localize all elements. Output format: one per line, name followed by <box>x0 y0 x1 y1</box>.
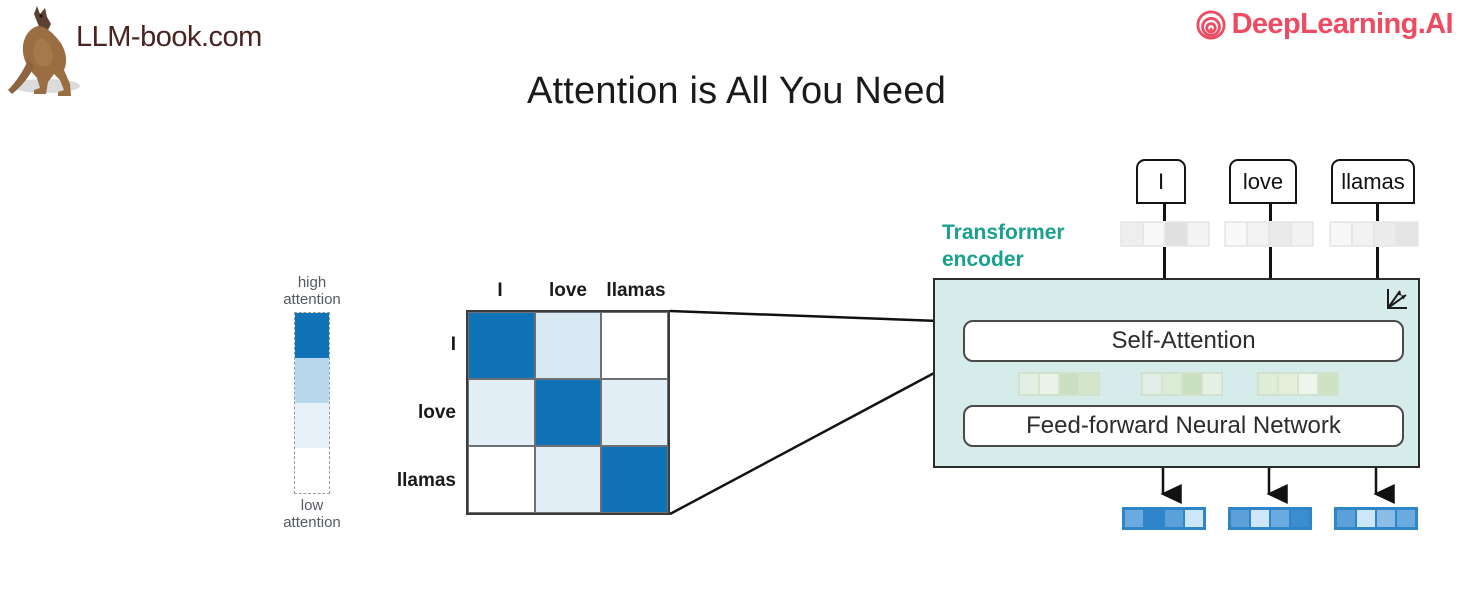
output-vector-cell <box>1396 509 1416 528</box>
output-vector-cell <box>1124 509 1144 528</box>
legend-high-label: high attention <box>262 274 362 308</box>
legend-high-line2: attention <box>283 291 341 308</box>
input-vector-cell <box>1291 222 1313 246</box>
legend-high-line1: high <box>297 274 327 291</box>
transformer-encoder-label: Transformer encoder <box>942 219 1082 273</box>
hidden-vector-cell <box>1278 373 1298 395</box>
output-vector-cell <box>1356 509 1376 528</box>
deeplearning-logo: DeepLearning.AI <box>1196 8 1454 41</box>
encoder-label-line1: Transformer <box>942 221 1065 244</box>
legend-segment-2 <box>295 403 329 448</box>
hidden-vector-1 <box>1141 372 1223 396</box>
input-vector-cell <box>1269 222 1291 246</box>
input-vector-2 <box>1329 221 1419 247</box>
hidden-vector-cell <box>1258 373 1278 395</box>
matrix-cell <box>534 312 602 379</box>
hidden-vector-0 <box>1018 372 1100 396</box>
matrix-row-header-0: I <box>450 334 456 355</box>
hidden-vector-cell <box>1182 373 1202 395</box>
input-vector-cell <box>1143 222 1165 246</box>
matrix-cell <box>468 312 535 379</box>
matrix-cell <box>601 446 668 513</box>
matrix-cell <box>468 446 535 513</box>
matrix-row-header-2: llamas <box>396 470 456 491</box>
matrix-cell <box>601 312 668 379</box>
attention-legend: high attention low attention <box>262 274 362 531</box>
output-vector-cell <box>1336 509 1356 528</box>
hidden-vector-cell <box>1039 373 1059 395</box>
kangaroo-logo-icon <box>8 6 80 96</box>
hidden-vector-cell <box>1142 373 1162 395</box>
output-vector-1 <box>1228 507 1312 530</box>
legend-segment-3 <box>295 448 329 493</box>
deeplearning-wordmark: DeepLearning.AI <box>1231 8 1454 40</box>
matrix-cell <box>468 379 535 446</box>
input-vector-1 <box>1224 221 1314 247</box>
output-vector-cell <box>1270 509 1290 528</box>
output-vector-cell <box>1230 509 1250 528</box>
input-vector-cell <box>1374 222 1396 246</box>
token-box-llamas[interactable]: llamas <box>1331 159 1415 204</box>
token-box-love[interactable]: love <box>1229 159 1297 204</box>
output-vector-0 <box>1122 507 1206 530</box>
output-vector-cell <box>1164 509 1184 528</box>
matrix-col-header-0: I <box>497 280 503 301</box>
legend-segment-1 <box>295 358 329 403</box>
input-vector-cell <box>1247 222 1269 246</box>
legend-low-line1: low <box>300 497 324 514</box>
hidden-vector-2 <box>1257 372 1339 396</box>
output-vector-cell <box>1250 509 1270 528</box>
hidden-vector-cell <box>1019 373 1039 395</box>
matrix-cell <box>534 446 602 513</box>
hidden-vector-cell <box>1202 373 1222 395</box>
output-vector-cell <box>1376 509 1396 528</box>
brand-header: LLM-book.com <box>0 2 300 102</box>
deeplearning-spiral-icon <box>1196 9 1226 40</box>
brand-text: LLM-book.com <box>76 21 262 53</box>
hidden-vector-cell <box>1079 373 1099 395</box>
matrix-row-header-1: love <box>417 402 456 423</box>
input-vector-cell <box>1121 222 1143 246</box>
attention-matrix-wrap: I love llamas I love llamas <box>397 280 670 515</box>
input-vector-cell <box>1187 222 1209 246</box>
page-title: Attention is All You Need <box>526 70 947 112</box>
matrix-cell <box>601 379 668 446</box>
hidden-vector-cell <box>1298 373 1318 395</box>
hidden-vector-cell <box>1162 373 1182 395</box>
matrix-col-header-1: love <box>548 280 588 301</box>
transformer-encoder-box: Self-Attention Feed-forward Neural Netwo… <box>933 278 1420 468</box>
matrix-cell <box>534 379 602 446</box>
input-vector-0 <box>1120 221 1210 247</box>
output-vector-cell <box>1290 509 1310 528</box>
input-vector-cell <box>1352 222 1374 246</box>
legend-gradient-bar <box>294 312 330 494</box>
input-vector-cell <box>1330 222 1352 246</box>
hidden-vector-cell <box>1318 373 1338 395</box>
vector-axes-icon[interactable] <box>1384 286 1410 312</box>
output-vector-cell <box>1184 509 1204 528</box>
output-vector-2 <box>1334 507 1418 530</box>
self-attention-block[interactable]: Self-Attention <box>963 320 1404 362</box>
legend-segment-0 <box>295 313 329 358</box>
matrix-col-header-2: llamas <box>606 280 666 301</box>
feed-forward-block[interactable]: Feed-forward Neural Network <box>963 405 1404 447</box>
input-vector-cell <box>1396 222 1418 246</box>
input-vector-cell <box>1225 222 1247 246</box>
token-box-I[interactable]: I <box>1136 159 1186 204</box>
attention-matrix <box>466 310 670 515</box>
legend-low-line2: attention <box>283 514 341 531</box>
output-vector-cell <box>1144 509 1164 528</box>
input-vector-cell <box>1165 222 1187 246</box>
encoder-label-line2: encoder <box>942 248 1024 271</box>
legend-low-label: low attention <box>262 497 362 531</box>
hidden-vector-cell <box>1059 373 1079 395</box>
